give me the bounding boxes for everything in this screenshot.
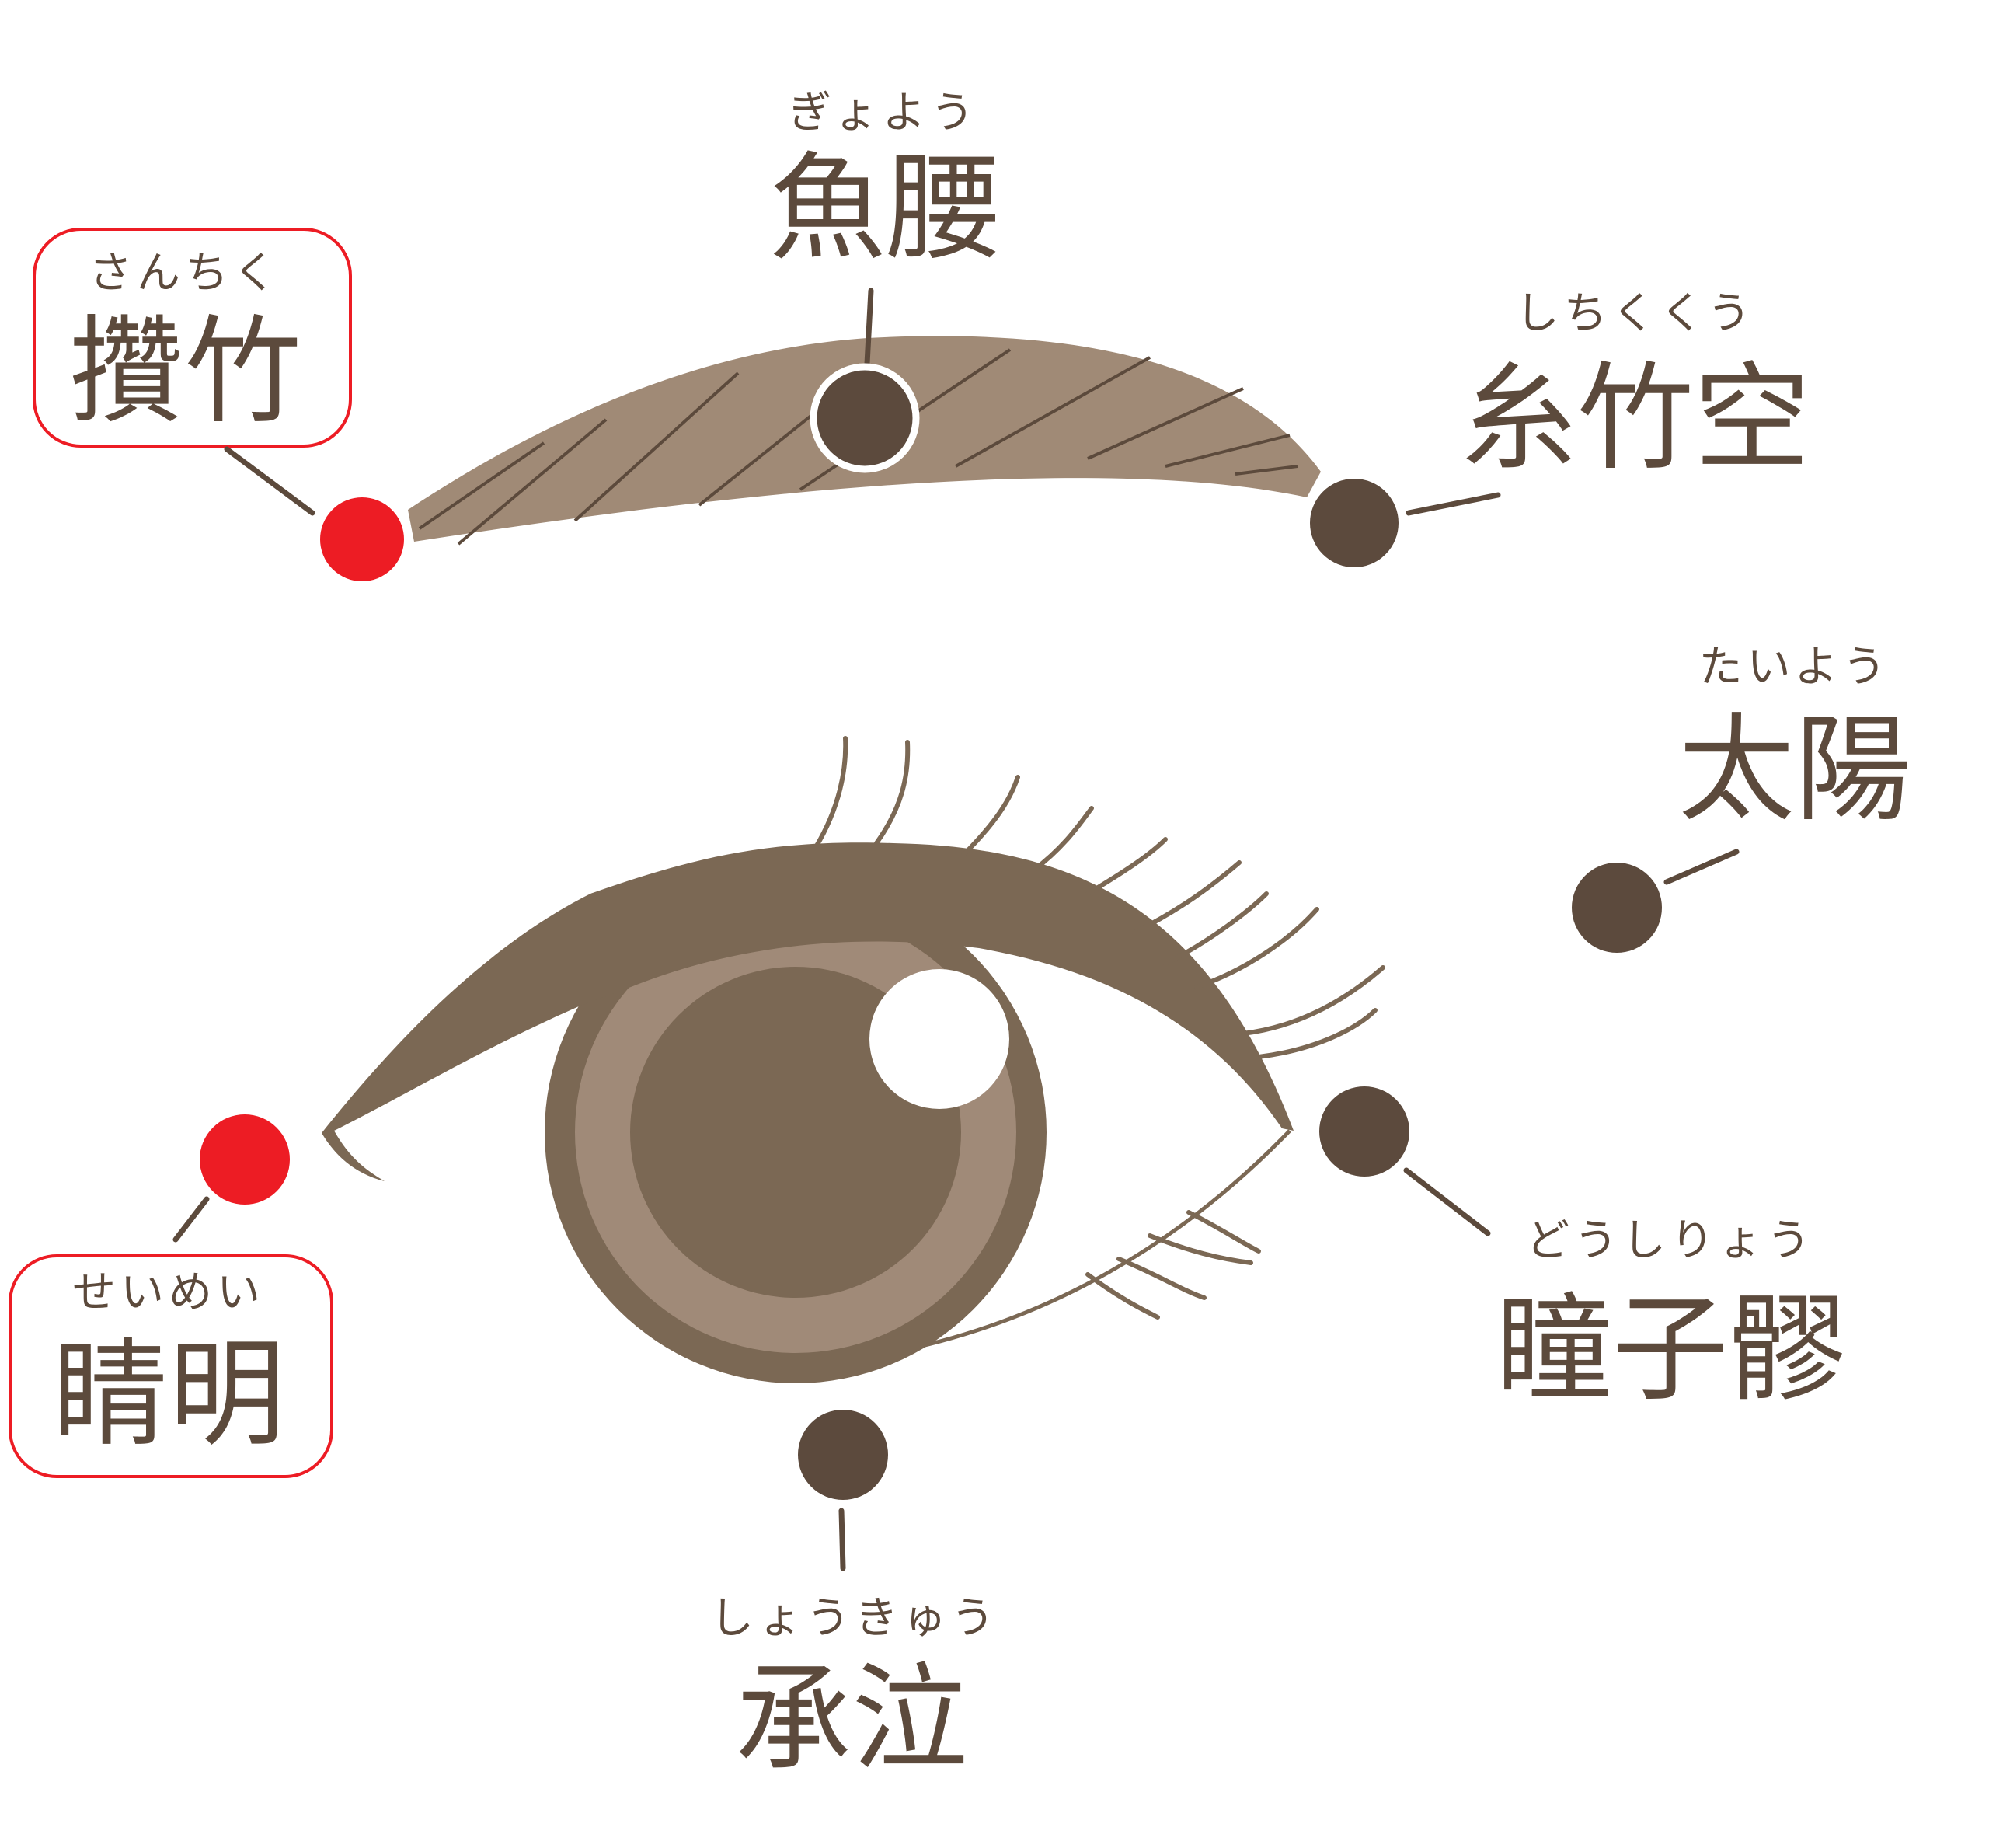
reading: どうしりょう [1526,1215,1815,1266]
eyelashes [813,736,1385,1320]
label-box [9,1254,333,1478]
point-dot[interactable] [1319,1086,1409,1177]
point-doshiryo[interactable]: どうしりょう 瞳子髎 [1319,1086,1845,1417]
point-dot[interactable] [798,1410,888,1500]
point-dot[interactable] [200,1114,290,1205]
point-dot[interactable] [810,363,920,473]
eye-highlight [869,969,1009,1109]
point-taiyo[interactable]: たいよう 太陽 [1572,642,1911,953]
name: 太陽 [1678,703,1911,838]
point-dot[interactable] [314,491,410,588]
point-dot[interactable] [1305,474,1403,572]
reading: たいよう [1699,642,1891,692]
name: 魚腰 [769,141,1002,277]
point-sanchiku[interactable]: さんちく 攢竹 [33,228,410,588]
reading: ぎょよう [788,88,978,138]
name: 瞳子髎 [1496,1282,1845,1417]
upper-eyelid [322,842,1294,1181]
name: 糸竹空 [1461,351,1810,486]
label-box [33,228,352,448]
reading: さんちく [89,248,281,298]
point-seimei[interactable]: せいめい 睛明 [9,1114,333,1478]
eye [322,736,1385,1383]
point-gyoyo[interactable]: ぎょよう 魚腰 [769,88,1002,473]
reading: しちくくう [1516,288,1756,339]
name: 承泣 [735,1652,968,1787]
reading: しょうきゅう [710,1593,999,1644]
point-shokyu[interactable]: しょうきゅう 承泣 [710,1410,999,1787]
point-dot[interactable] [1572,863,1662,953]
name: 攢竹 [68,305,301,440]
point-shichikukuu[interactable]: しちくくう 糸竹空 [1305,288,1810,572]
name: 睛明 [52,1327,285,1463]
reading: せいめい [72,1267,265,1318]
